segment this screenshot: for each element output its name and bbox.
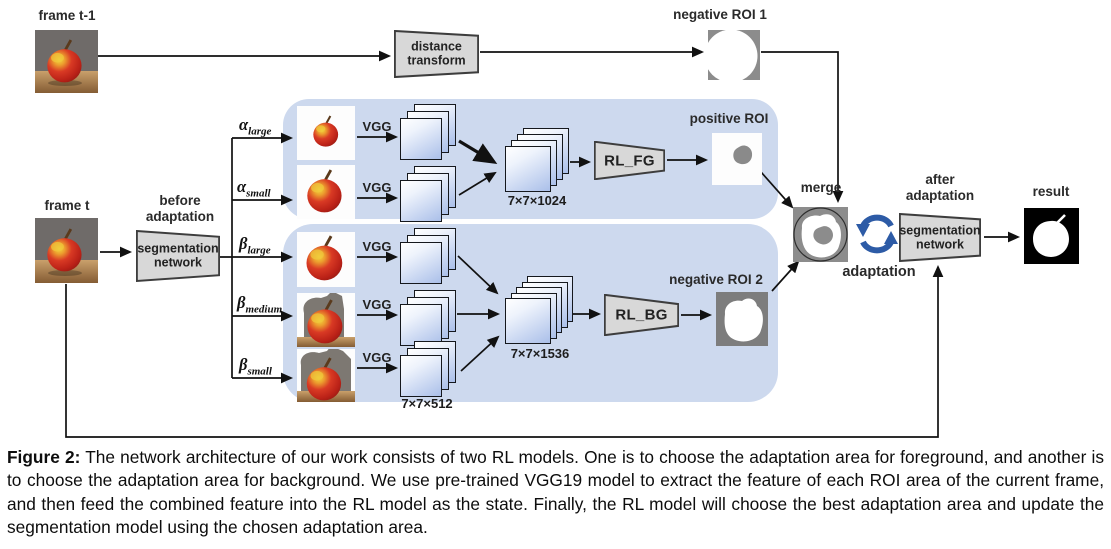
segmentation-network-before-label: segmentation network	[137, 241, 219, 270]
feature-stack-beta-large	[400, 228, 456, 284]
segmentation-network-after-box: segmentation network	[899, 213, 981, 262]
vgg-label-4: VGG	[362, 297, 392, 312]
feature-stack-beta-small	[400, 341, 456, 397]
branch-label-alpha-large: αlarge	[239, 115, 272, 138]
feature-stack-bg-concat	[505, 276, 573, 344]
bg-concat-dims-label: 7×7×1536	[510, 346, 570, 361]
branch-label-beta-small: βsmall	[239, 355, 272, 378]
negative-roi-2-label: negative ROI 2	[669, 272, 763, 287]
negative-roi-1-label: negative ROI 1	[673, 7, 767, 22]
segmentation-network-before-box: segmentation network	[136, 230, 220, 282]
feature-stack-alpha-small	[400, 166, 456, 222]
feature-stack-fg-concat	[505, 128, 569, 192]
adaptation-cycle-icon	[854, 212, 900, 256]
vgg-label-5: VGG	[362, 350, 392, 365]
frame-t-label: frame t	[44, 198, 90, 213]
branch-label-beta-large: βlarge	[239, 234, 271, 257]
negative-roi-1-image	[708, 30, 760, 80]
vgg-label-3: VGG	[362, 239, 392, 254]
positive-roi-label: positive ROI	[689, 111, 769, 126]
after-adaptation-label: after adaptation	[905, 172, 975, 203]
distance-transform-box: distance transform	[394, 30, 479, 78]
rl-fg-label: RL_FG	[604, 151, 655, 169]
branch-label-beta-medium: βmedium	[237, 293, 283, 316]
rl-fg-box: RL_FG	[594, 141, 665, 180]
branch-label-alpha-small: αsmall	[237, 177, 271, 200]
result-image	[1024, 208, 1079, 264]
branch-trunk-line	[220, 138, 233, 378]
figure-caption: Figure 2: The network architecture of ou…	[7, 446, 1104, 539]
segmentation-network-after-label: segmentation network	[899, 223, 981, 252]
distance-transform-label: distance transform	[407, 39, 466, 68]
crop-beta-medium-image	[297, 293, 355, 347]
fg-concat-dims-label: 7×7×1024	[507, 193, 567, 208]
frame-t1-image	[35, 30, 98, 93]
crop-beta-large-image	[297, 232, 355, 287]
feature-stack-beta-medium	[400, 290, 456, 346]
crop-alpha-large-image	[297, 106, 355, 160]
rl-bg-box: RL_BG	[604, 294, 679, 336]
crop-beta-small-image	[297, 349, 355, 402]
vgg-label-2: VGG	[362, 180, 392, 195]
crop-alpha-small-image	[297, 165, 355, 219]
before-adaptation-label: before adaptation	[145, 193, 215, 224]
merge-image	[793, 207, 848, 262]
caption-figure-number: Figure 2:	[7, 447, 81, 467]
feature-stack-alpha-large	[400, 104, 456, 160]
merge-label: merge	[800, 180, 842, 195]
positive-roi-image	[712, 133, 762, 185]
beta-small-dims-label: 7×7×512	[401, 396, 453, 411]
frame-t1-label: frame t-1	[38, 8, 96, 23]
vgg-label-1: VGG	[362, 119, 392, 134]
adaptation-label: adaptation	[842, 264, 916, 280]
frame-t-image	[35, 218, 98, 283]
caption-text: The network architecture of our work con…	[7, 447, 1104, 537]
rl-bg-label: RL_BG	[615, 306, 668, 324]
result-label: result	[1032, 184, 1070, 199]
negative-roi-2-image	[716, 292, 768, 346]
